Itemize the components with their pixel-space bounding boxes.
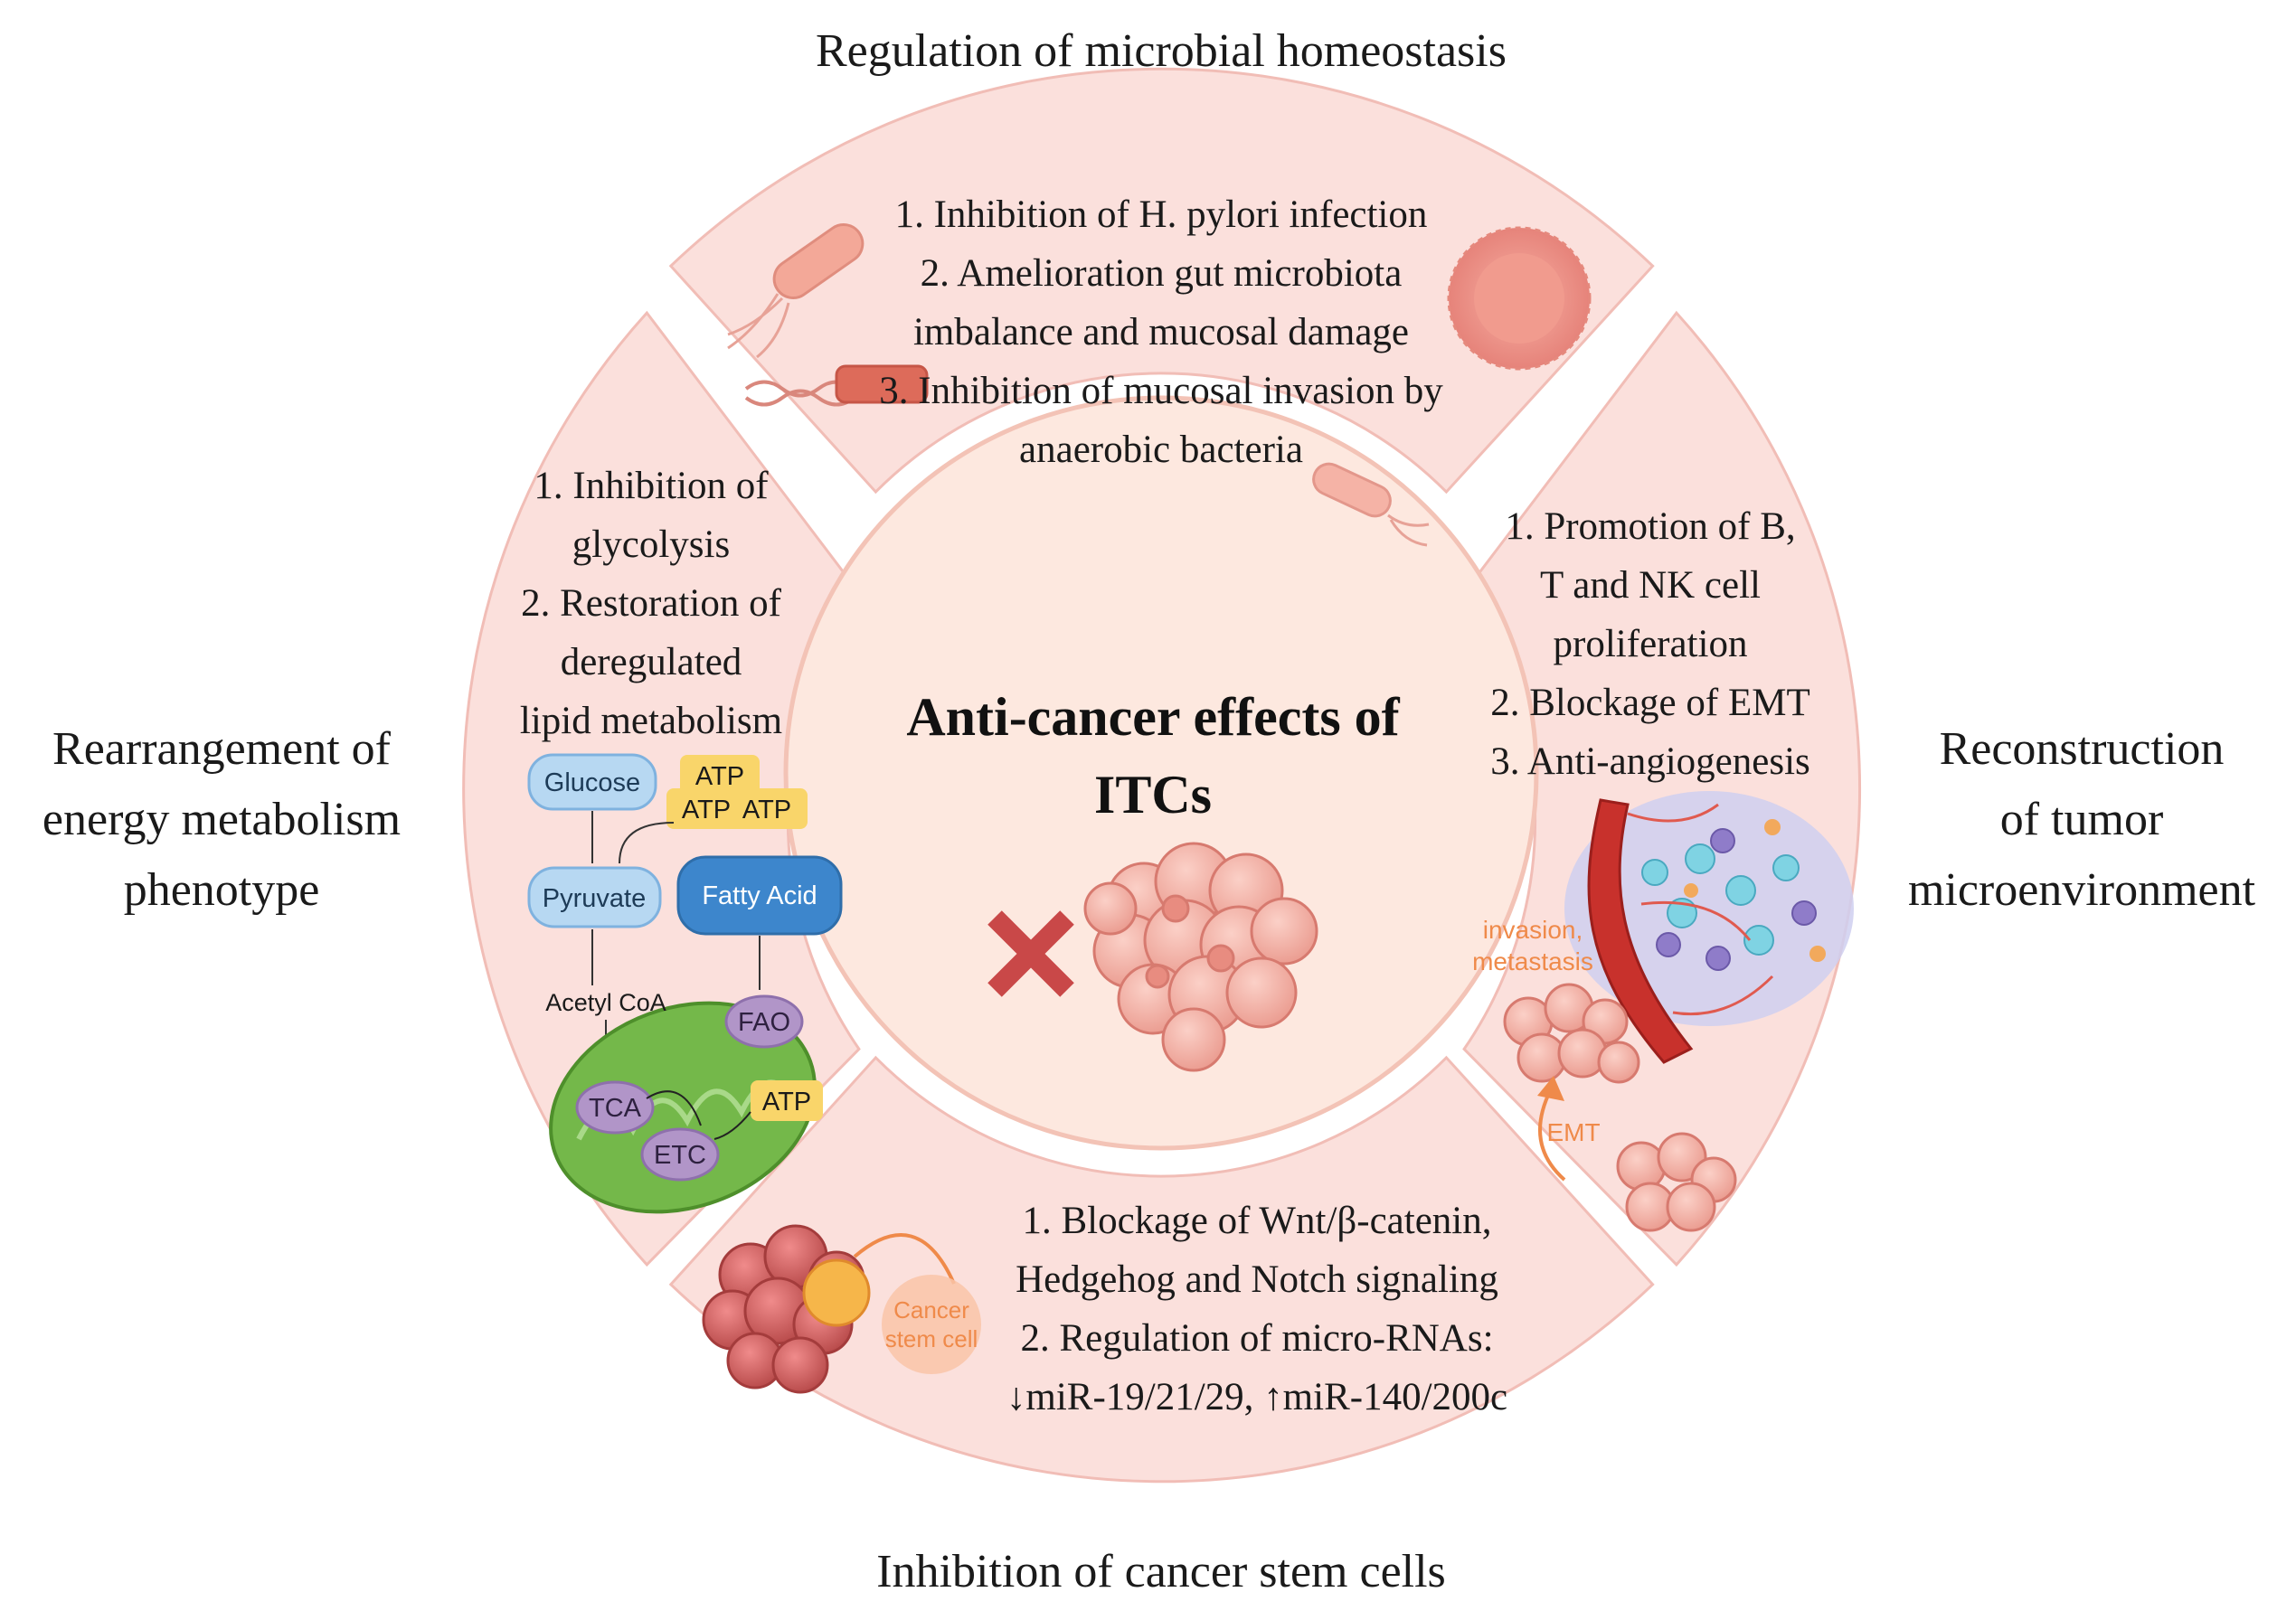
small-bacterium-icon [1312,462,1430,547]
label-cancer: Cancer [893,1296,969,1324]
center-title: Anti-cancer effects of ITCs [846,678,1460,834]
etc-ellipse [640,1127,720,1182]
label-atp-mid-left: ATP [682,796,731,824]
rod-bacterium-icon [744,364,929,407]
tumor-cluster-icon [1083,842,1318,1072]
glucose-box [527,753,657,811]
title-right-line: Reconstruction [1939,723,2225,775]
cross-icon [987,910,1074,997]
bottom-text-line: ↓miR-19/21/29, ↑miR-140/200c [1006,1376,1508,1418]
label-metastasis: metastasis [1472,947,1593,975]
fao-ellipse [724,994,804,1049]
right-text: 1. Promotion of B, T and NK cell prolife… [1442,497,1858,791]
invading-cells-icon [1503,983,1640,1084]
left-text-line: 2. Restoration of [521,582,781,625]
metabolism-diagram [527,753,843,1214]
right-text-line: 2. Blockage of EMT [1490,682,1810,724]
bottom-text: 1. Blockage of Wnt/β-catenin, Hedgehog a… [959,1192,1555,1427]
right-text-line: 1. Promotion of B, [1505,505,1796,548]
top-text-line: 2. Amelioration gut microbiota [920,252,1403,295]
title-right-line: microenvironment [1907,864,2256,916]
bottom-text-line: 2. Regulation of micro-RNAs: [1020,1317,1494,1360]
emt-arrowhead [1537,1076,1564,1101]
title-left-line: phenotype [123,864,320,916]
bottom-text-line: Hedgehog and Notch signaling [1016,1258,1498,1301]
right-text-line: 3. Anti-angiogenesis [1490,740,1810,783]
bottom-text-line: 1. Blockage of Wnt/β-catenin, [1022,1200,1492,1242]
left-text: 1. Inhibition of glycolysis 2. Restorati… [470,457,832,750]
fatty-acid-box [676,855,843,936]
stem-cell-glow [882,1275,981,1374]
right-text-line: T and NK cell [1540,564,1761,607]
label-tca: TCA [589,1094,642,1123]
atp-box-top [680,755,760,796]
top-text: 1. Inhibition of H. pylori infection 2. … [799,185,1523,479]
title-left-line: energy metabolism [42,794,402,845]
label-acetyl-coa: Acetyl CoA [545,989,666,1016]
title-bottom: Inhibition of cancer stem cells [876,1546,1446,1597]
title-right: Reconstruction of tumor microenvironment [1867,714,2296,926]
atp-box-mid-right [726,788,808,829]
mitochondrion-icon [549,1001,817,1214]
label-fatty-acid: Fatty Acid [702,881,817,910]
label-atp-mid-right: ATP [742,796,791,824]
right-text-line: proliferation [1553,623,1748,665]
top-text-line: imbalance and mucosal damage [912,311,1410,353]
title-top: Regulation of microbial homeostasis [816,25,1507,77]
center-title-line: Anti-cancer effects of [906,687,1400,747]
label-glucose: Glucose [544,768,640,797]
center-circle [783,395,1539,1151]
left-text-line: lipid metabolism [519,700,783,742]
stem-cell-cluster-icon [702,1224,865,1394]
top-text-line: 1. Inhibition of H. pylori infection [894,193,1428,236]
stem-cell-arrow [853,1233,956,1285]
emt-arrow [1538,1088,1566,1182]
title-left: Rearrangement of energy metabolism pheno… [0,714,443,926]
label-atp-mito: ATP [762,1088,811,1116]
bacterium-icon [727,222,865,359]
label-invasion: invasion, [1483,916,1583,944]
label-fao: FAO [738,1008,790,1037]
epithelial-cells-icon [1616,1132,1737,1232]
title-right-line: of tumor [1999,794,2164,845]
left-text-line: 1. Inhibition of [534,465,769,507]
top-text-line: anaerobic bacteria [1019,429,1303,471]
stem-cell-highlight [802,1258,871,1327]
tumor-microenvironment-icon [1564,791,1854,1064]
center-title-line: ITCs [1093,765,1213,824]
tca-ellipse [575,1080,655,1135]
left-text-line: deregulated [560,641,742,683]
title-left-line: Rearrangement of [52,723,391,775]
pyruvate-box [527,866,662,928]
left-text-line: glycolysis [572,523,731,566]
label-emt: EMT [1546,1118,1600,1146]
label-atp-top: ATP [695,762,744,791]
virus-icon [1447,226,1592,371]
label-stem-cell: stem cell [885,1325,978,1352]
label-etc: ETC [654,1141,706,1170]
atp-box-mito [751,1080,823,1121]
label-pyruvate: Pyruvate [543,884,646,913]
top-text-line: 3. Inhibition of mucosal invasion by [879,370,1443,412]
